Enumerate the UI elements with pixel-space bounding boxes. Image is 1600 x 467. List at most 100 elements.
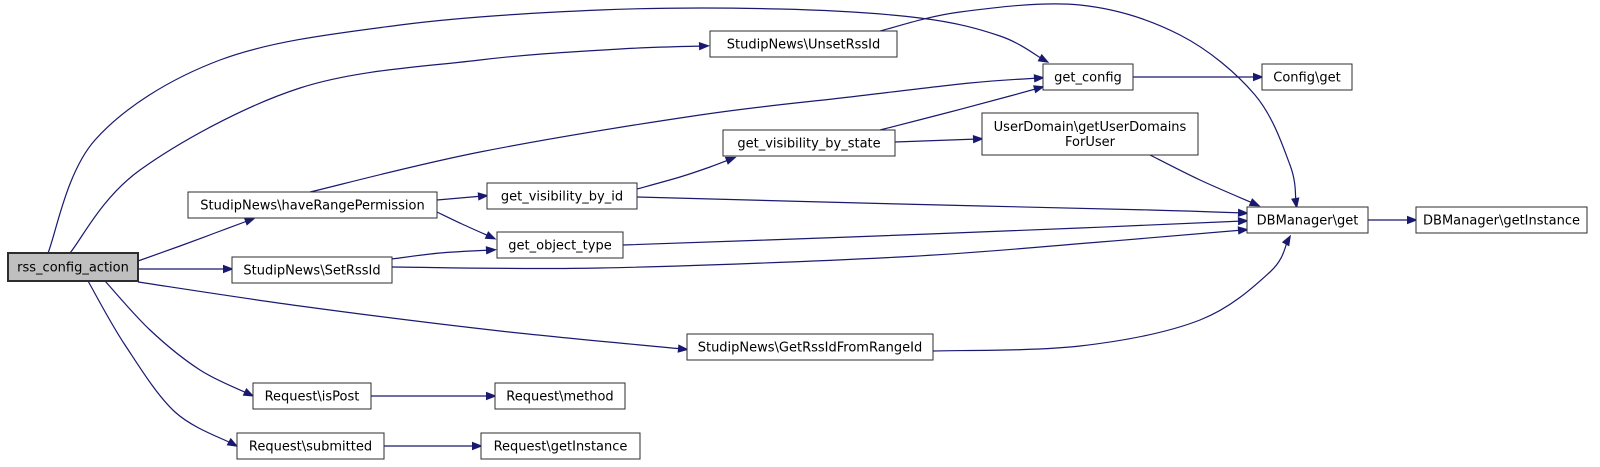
- node-label: get_object_type: [508, 239, 611, 254]
- node-get_object_type[interactable]: get_object_type: [496, 231, 624, 259]
- edge-setrssid-to-get_object_type: [391, 246, 497, 260]
- node-label: Request\isPost: [265, 390, 360, 405]
- arrowhead-icon: [226, 437, 239, 447]
- node-unsetrssid[interactable]: StudipNews\UnsetRssId: [709, 30, 898, 58]
- edge-rss_config_action-to-get_config: [47, 7, 1050, 254]
- node-label: get_visibility_by_id: [501, 190, 623, 205]
- edge-vis_state-to-userdomain: [894, 134, 984, 144]
- edge-get_config-to-config_get: [1133, 72, 1264, 82]
- edge-haverange-to-vis_id: [436, 192, 489, 201]
- arrowhead-icon: [1291, 197, 1300, 209]
- node-box: [7, 252, 139, 282]
- node-box: [252, 382, 372, 410]
- node-request_ispost[interactable]: Request\isPost: [252, 382, 372, 410]
- node-layer: rss_config_action StudipNews\UnsetRssId ge…: [7, 30, 1588, 460]
- node-request_getinstance[interactable]: Request\getInstance: [480, 432, 641, 460]
- node-haverange[interactable]: StudipNews\haveRangePermission: [187, 191, 438, 219]
- arrowhead-icon: [1248, 198, 1261, 207]
- edge-vis_id-to-vis_state: [636, 156, 737, 190]
- node-box: [480, 432, 641, 460]
- node-label: StudipNews\haveRangePermission: [200, 199, 424, 214]
- arrowhead-icon: [486, 391, 497, 401]
- edge-get_object_type-to-dbget: [622, 217, 1249, 246]
- node-box: [722, 129, 896, 157]
- edge-haverange-to-get_object_type: [436, 211, 497, 240]
- arrowhead-icon: [1033, 74, 1045, 83]
- edge-rss_config_action-to-haverange: [137, 217, 256, 262]
- node-box: [494, 382, 626, 410]
- node-rss_config_action[interactable]: rss_config_action: [7, 252, 139, 282]
- arrowhead-icon: [485, 246, 497, 255]
- edge-setrssid-to-dbget: [391, 226, 1249, 270]
- edge-rss_config_action-to-setrssid: [138, 264, 234, 274]
- edge-rss_config_action-to-unsetrssid: [69, 41, 710, 254]
- node-box: [1042, 63, 1134, 91]
- edge-layer: [47, 3, 1418, 451]
- arrowhead-icon: [1237, 208, 1249, 218]
- node-box: [231, 256, 393, 284]
- arrowhead-icon: [1237, 226, 1249, 235]
- node-box: [709, 30, 898, 58]
- node-label: get_config: [1054, 71, 1122, 86]
- arrowhead-icon: [972, 134, 984, 144]
- node-vis_id[interactable]: get_visibility_by_id: [486, 182, 638, 210]
- node-label: Config\get: [1273, 71, 1340, 86]
- arrowhead-icon: [698, 41, 710, 51]
- arrowhead-icon: [477, 192, 489, 201]
- edge-getrssid_from_range-to-dbget: [932, 234, 1291, 352]
- node-label: DBManager\getInstance: [1423, 214, 1580, 229]
- node-vis_state[interactable]: get_visibility_by_state: [722, 129, 896, 157]
- arrowhead-icon: [677, 344, 689, 353]
- node-label: ForUser: [1065, 135, 1116, 150]
- edge-dbget-to-dbgetinstance: [1368, 215, 1418, 225]
- node-label: DBManager\get: [1257, 214, 1359, 229]
- node-label: rss_config_action: [17, 261, 129, 276]
- arrowhead-icon: [1237, 217, 1249, 226]
- edge-unsetrssid-to-dbget: [879, 3, 1300, 209]
- node-box: [187, 191, 438, 219]
- node-label: Request\submitted: [249, 440, 372, 455]
- edge-rss_config_action-to-request_submitted: [87, 280, 239, 447]
- edge-vis_state-to-get_config: [879, 85, 1045, 131]
- node-label: StudipNews\GetRssIdFromRangeId: [698, 341, 923, 356]
- node-label: UserDomain\getUserDomains: [994, 120, 1187, 135]
- edge-vis_id-to-dbget: [636, 196, 1249, 218]
- edge-request_submitted-to-request_getinstance: [384, 441, 483, 451]
- arrowhead-icon: [1033, 85, 1045, 94]
- edge-rss_config_action-to-request_ispost: [104, 280, 255, 397]
- arrowhead-icon: [1281, 234, 1291, 247]
- node-config_get[interactable]: Config\get: [1261, 63, 1353, 91]
- node-label: StudipNews\UnsetRssId: [727, 38, 881, 53]
- node-setrssid[interactable]: StudipNews\SetRssId: [231, 256, 393, 284]
- node-box: [1415, 206, 1588, 234]
- node-box: [686, 333, 934, 361]
- arrowhead-icon: [1407, 215, 1418, 225]
- node-dbget[interactable]: DBManager\get: [1246, 206, 1369, 234]
- arrowhead-icon: [472, 441, 483, 451]
- arrowhead-icon: [243, 217, 256, 226]
- edge-haverange-to-get_config: [309, 74, 1045, 193]
- node-box: [1246, 206, 1369, 234]
- node-label: StudipNews\SetRssId: [243, 264, 380, 279]
- node-getrssid_from_range[interactable]: StudipNews\GetRssIdFromRangeId: [686, 333, 934, 361]
- edge-request_ispost-to-request_method: [371, 391, 497, 401]
- node-request_method[interactable]: Request\method: [494, 382, 626, 410]
- node-box: [486, 182, 638, 210]
- arrowhead-icon: [724, 156, 737, 165]
- edge-userdomain-to-dbget: [1149, 154, 1261, 207]
- node-request_submitted[interactable]: Request\submitted: [236, 432, 385, 460]
- arrowhead-icon: [223, 264, 234, 274]
- node-get_config[interactable]: get_config: [1042, 63, 1134, 91]
- node-box: [1261, 63, 1353, 91]
- node-box: [496, 231, 624, 259]
- arrowhead-icon: [242, 388, 255, 397]
- arrowhead-icon: [484, 231, 497, 240]
- edge-rss_config_action-to-getrssid_from_range: [137, 281, 689, 353]
- node-label: Request\method: [506, 390, 613, 405]
- node-box: [981, 112, 1199, 156]
- node-dbgetinstance[interactable]: DBManager\getInstance: [1415, 206, 1588, 234]
- arrowhead-icon: [1253, 72, 1264, 82]
